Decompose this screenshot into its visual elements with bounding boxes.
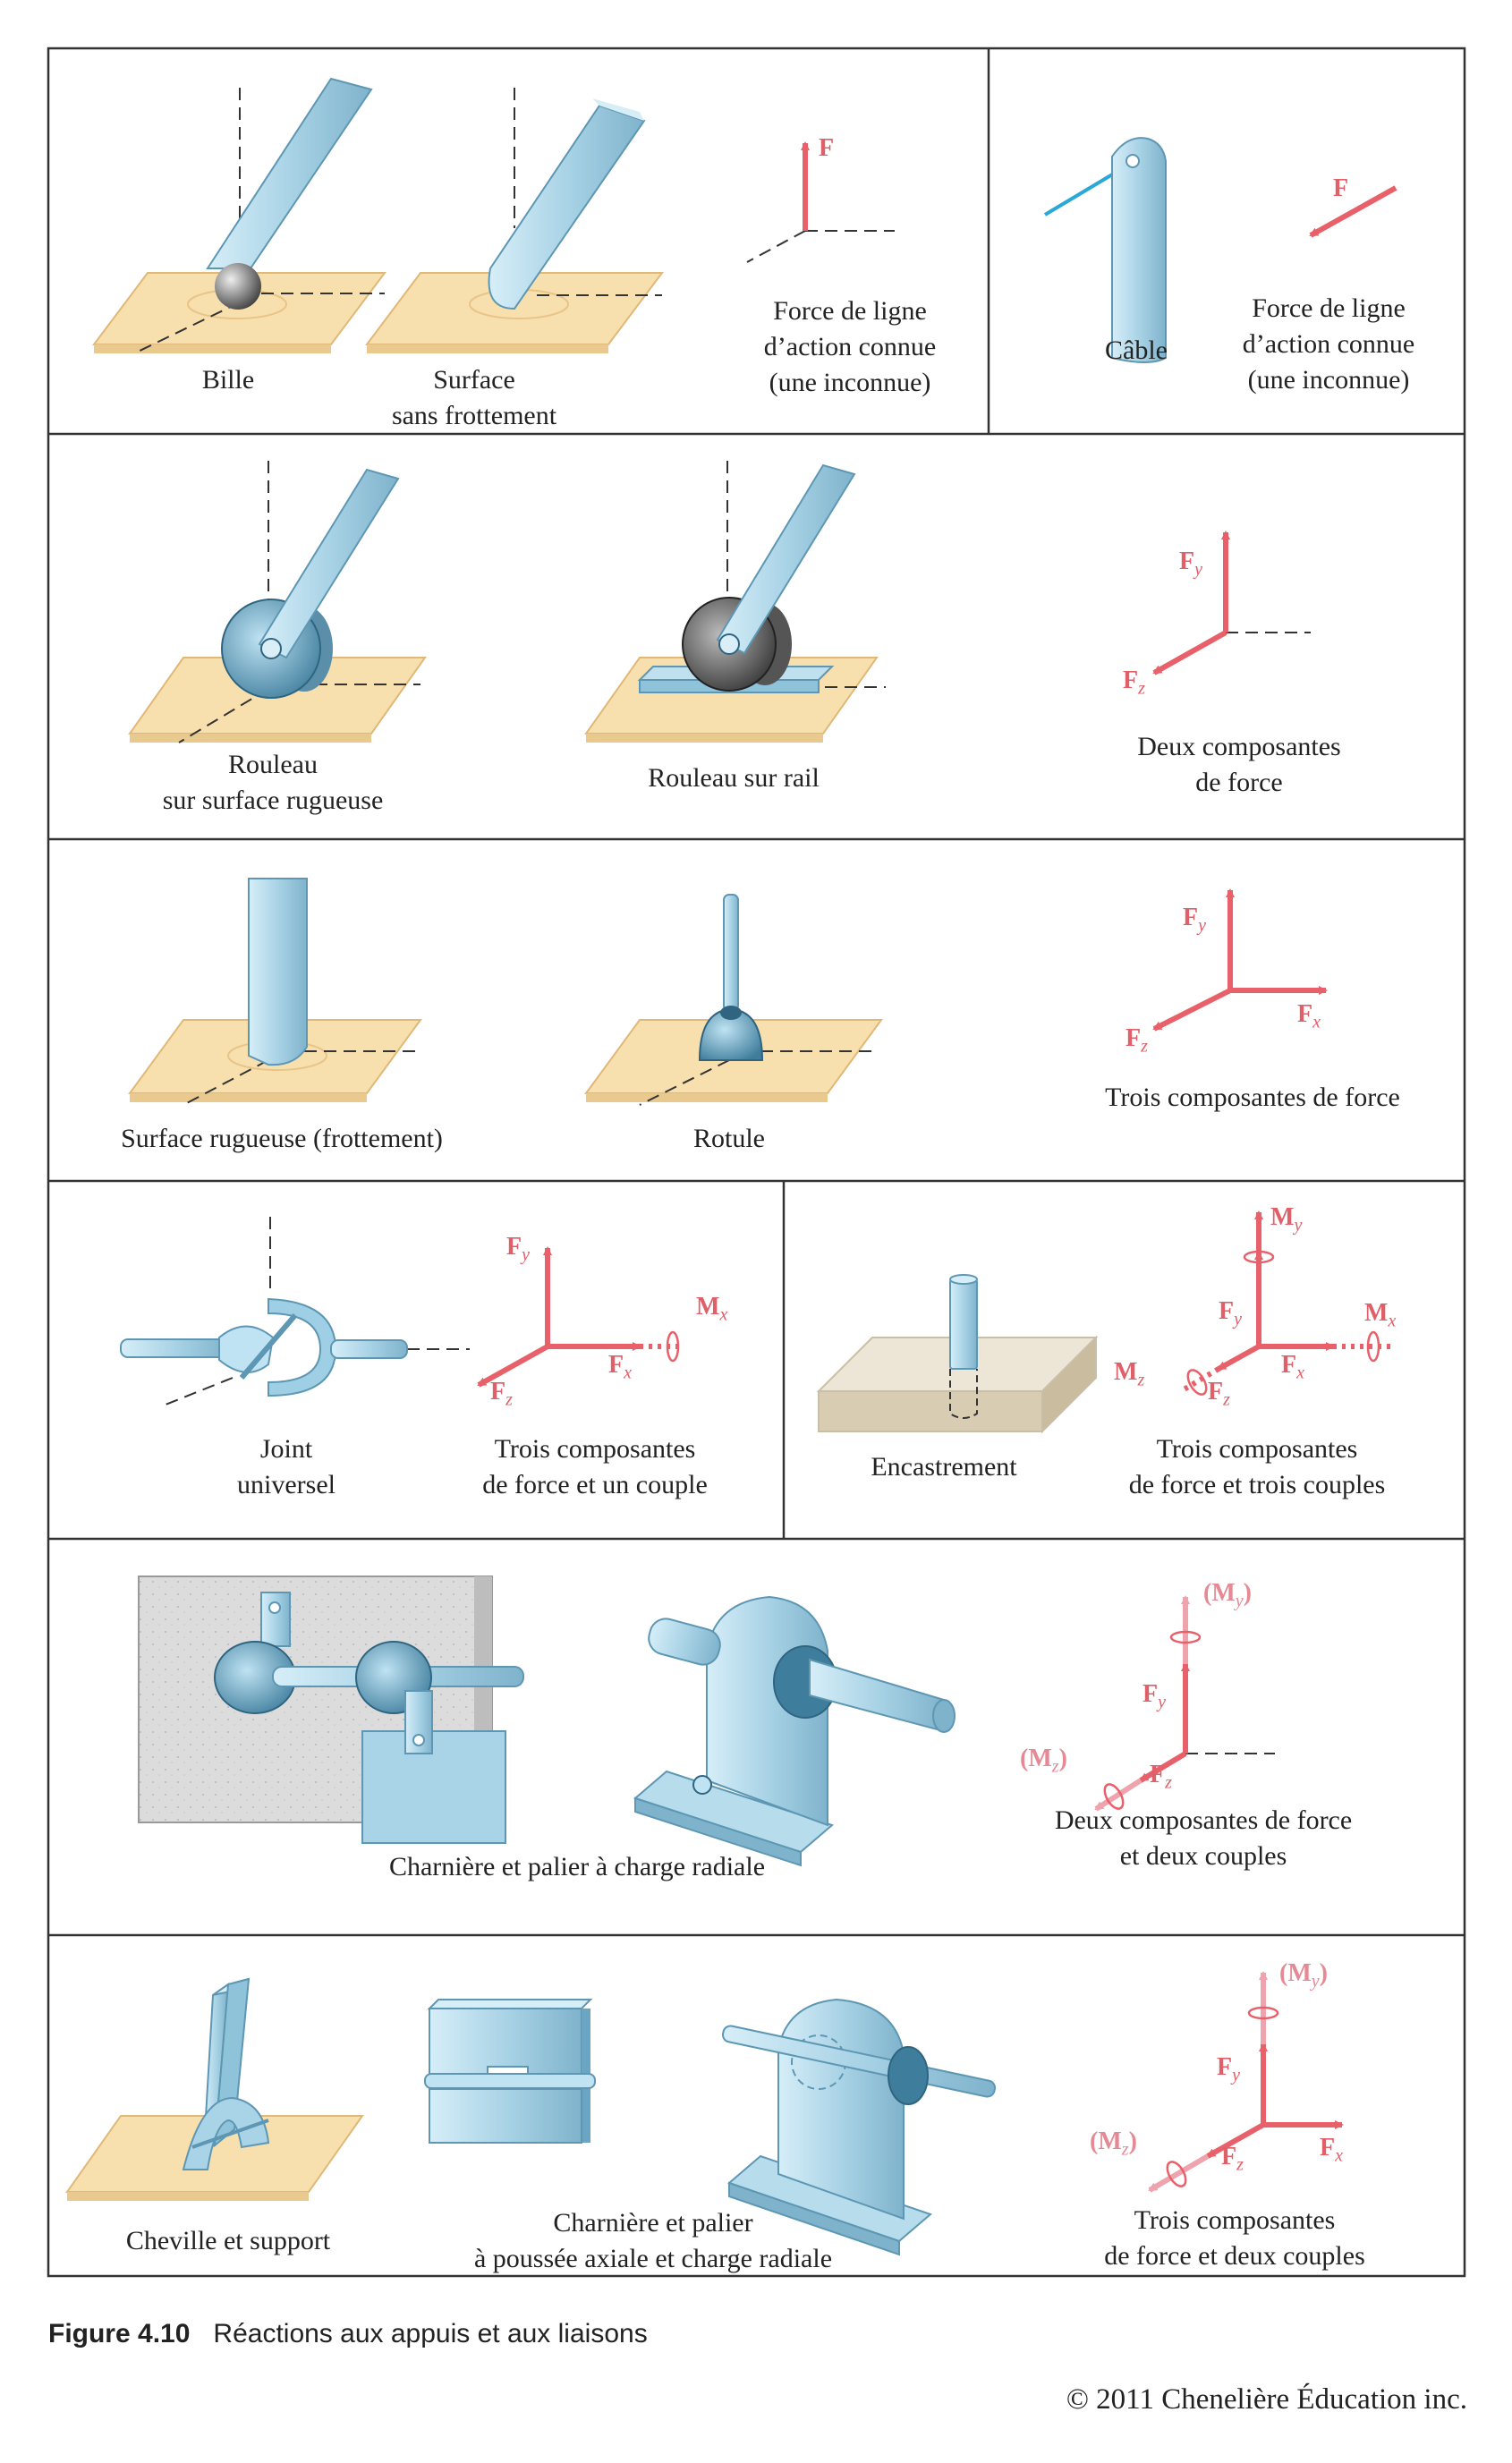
fixed-support-illustration [816, 1274, 1099, 1434]
label-uj-2: universel [237, 1470, 336, 1499]
vector-label-My-r6: (My) [1279, 1959, 1328, 1992]
vector-label-F-cable: F [1333, 174, 1349, 202]
fixed-force-moment-vectors [1179, 1210, 1391, 1396]
label-hinge-radial: Charnière et palier à charge radiale [388, 1852, 766, 1881]
label-row6-desc-2: de force et deux couples [1104, 2241, 1365, 2271]
two-force-components-vectors [1152, 531, 1311, 675]
label-roller-rough-2: sur surface rugueuse [162, 786, 384, 815]
vector-label-Fy: Fy [1179, 548, 1202, 580]
figure-title: Réactions aux appuis et aux liaisons [213, 2319, 648, 2348]
frame [47, 47, 1466, 2278]
three-force-two-moment-vectors [1148, 1971, 1344, 2193]
label-force-desc-1: Force de ligne [773, 296, 927, 326]
label-roller-rough-1: Rouleau [228, 750, 318, 779]
vector-label-Fz-fixed: Fz [1208, 1378, 1230, 1410]
label-hinge-thrust-1: Charnière et palier [553, 2208, 753, 2238]
vector-label-My-fixed: My [1270, 1203, 1303, 1236]
label-cable-desc-2: d’action connue [1242, 329, 1415, 359]
force-F-vector-cable [1309, 185, 1397, 238]
vector-label-Fy-uj: Fy [506, 1233, 530, 1265]
vector-label-Fy-r5: Fy [1142, 1680, 1166, 1712]
uj-force-moment-vectors [477, 1246, 684, 1388]
pin-bracket-illustration [65, 1977, 364, 2201]
universal-joint-illustration [120, 1217, 470, 1406]
figure-caption: Figure 4.10 Réactions aux appuis et aux l… [48, 2319, 648, 2349]
three-force-components-vectors [1152, 888, 1328, 1032]
label-force-desc-3: (une inconnue) [769, 368, 931, 397]
vector-label-Fz-r6: Fz [1221, 2143, 1244, 2175]
vector-label-Fz-r3: Fz [1126, 1024, 1148, 1057]
force-F-vector-row1 [746, 141, 895, 263]
label-uj-1: Joint [259, 1434, 313, 1464]
label-frictionless-1: Surface [433, 365, 515, 395]
thrust-bearing-illustration [722, 1998, 996, 2256]
label-fixed-desc-2: de force et trois couples [1128, 1470, 1386, 1499]
vector-label-Mz-r6: (Mz) [1090, 2128, 1137, 2160]
label-rough-surface: Surface rugueuse (frottement) [121, 1124, 443, 1153]
label-fixed-desc-1: Trois composantes [1156, 1434, 1358, 1464]
vector-label-Fz-uj: Fz [490, 1378, 513, 1410]
label-row5-desc-1: Deux composantes de force [1054, 1805, 1353, 1835]
vector-label-My-r5: (My) [1203, 1579, 1252, 1611]
vector-label-Mx-fixed: Mx [1364, 1299, 1397, 1331]
label-ball-socket: Rotule [693, 1124, 765, 1153]
vector-label-F: F [819, 134, 835, 162]
ball-socket-illustration [584, 894, 883, 1106]
vector-label-Fy-r3: Fy [1183, 904, 1206, 936]
label-fixed-support: Encastrement [871, 1452, 1017, 1482]
label-row6-desc-1: Trois composantes [1134, 2205, 1336, 2235]
vector-label-Mz-r5: (Mz) [1020, 1745, 1067, 1777]
figure-number: Figure 4.10 [48, 2319, 191, 2348]
vector-label-Fy-fixed: Fy [1219, 1297, 1242, 1329]
label-roller-rail: Rouleau sur rail [648, 763, 820, 793]
cable-illustration [1043, 137, 1167, 363]
label-row5-desc-2: et deux couples [1119, 1841, 1287, 1871]
ball-support-illustration [92, 77, 386, 354]
two-force-two-moment-vectors [1094, 1595, 1275, 1812]
label-force-desc-2: d’action connue [763, 332, 937, 361]
label-ball: Bille [201, 365, 255, 395]
rough-surface-illustration [128, 878, 422, 1106]
roller-on-rail-illustration [584, 461, 886, 743]
vector-label-Fy-r6: Fy [1217, 2053, 1240, 2085]
label-cable: Câble [1105, 335, 1168, 365]
vector-label-Fx-fixed: Fx [1281, 1351, 1304, 1383]
vector-label-Fx-r6: Fx [1320, 2134, 1343, 2166]
label-uj-desc-2: de force et un couple [482, 1470, 708, 1499]
vector-label-Mz-fixed: Mz [1114, 1358, 1145, 1390]
label-hinge-thrust-2: à poussée axiale et charge radiale [473, 2244, 833, 2273]
label-uj-desc-1: Trois composantes [494, 1434, 696, 1464]
vector-label-Fx-uj: Fx [608, 1351, 632, 1383]
hinge-radial-illustration [138, 1575, 524, 1844]
label-pin-bracket: Cheville et support [125, 2226, 331, 2255]
label-two-components-2: de force [1195, 768, 1283, 797]
label-cable-desc-3: (une inconnue) [1247, 365, 1410, 395]
radial-bearing-illustration [633, 1595, 956, 1867]
vector-label-Fz: Fz [1123, 667, 1145, 699]
hinge-thrust-illustration [424, 1999, 596, 2144]
label-two-components-1: Deux composantes [1137, 732, 1341, 761]
label-three-components: Trois composantes de force [1105, 1083, 1400, 1112]
label-cable-desc-1: Force de ligne [1252, 293, 1406, 323]
frictionless-surface-illustration [365, 88, 664, 353]
copyright: © 2011 Chenelière Éducation inc. [1066, 2383, 1467, 2416]
vector-label-Fx-r3: Fx [1297, 1000, 1321, 1032]
label-frictionless-2: sans frottement [391, 401, 557, 430]
vector-label-Fz-r5: Fz [1150, 1761, 1172, 1793]
roller-rough-surface-illustration [128, 461, 427, 743]
vector-label-Mx-uj: Mx [696, 1293, 728, 1325]
